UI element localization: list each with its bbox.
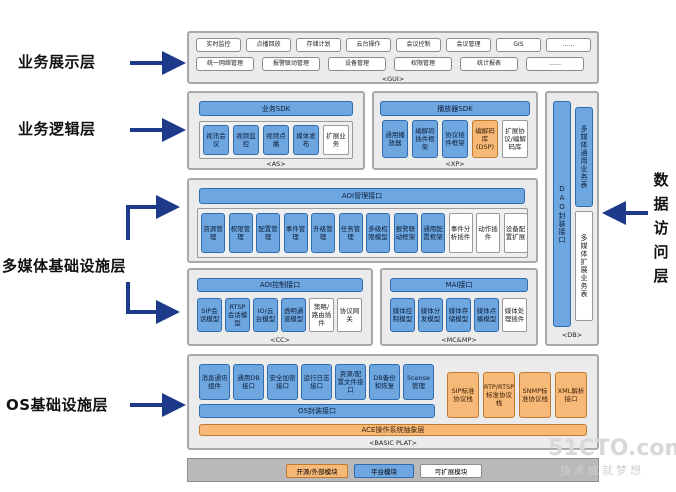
watermark-slogan: 技术成就梦想 [560,464,644,477]
cc-item: SIP会话模型 [197,298,222,332]
gui-item: 会议管理 [446,38,491,52]
aoi-item: 权限管理 [228,213,253,253]
cc-tag: <CC> [270,336,290,344]
data-access-layer-label: 数据访问层 [653,171,669,285]
cc-item: 透明通道模型 [281,298,306,332]
gui-item: 会议控制 [396,38,441,52]
as-item: 视频点播 [263,125,289,155]
basic-item: 通用DB接口 [233,364,264,400]
xp-tag: <XP> [445,160,465,168]
xp-item: 编解码插件框架 [412,120,438,158]
basic-item: DB备份和恢复 [369,364,400,400]
as-item: 视讯会议 [203,125,229,155]
db-panel: DAO封装接口 多媒体通用业务表 多媒体扩展业务表 <DB> [545,91,599,346]
arrow-multimedia-up [126,195,180,240]
cc-item: 协议网关 [337,298,362,332]
mai-title: MAI接口 [390,278,528,292]
aoi-item: 配置管理 [256,213,280,253]
gui-item: 实时监控 [196,38,241,52]
ace-bar: ACE操作系统抽象层 [199,424,587,436]
os-layer-label: OS基础设施层 [6,396,109,414]
watermark-logo: 51CTO.com [548,436,676,461]
xp-item: 编解码库(DSP) [472,120,498,158]
aoi-item: 报警联动框架 [393,213,418,253]
xp-sdk-title: 播放器SDK [380,101,530,116]
aoi-item: 设备配置扩展 [503,213,528,253]
as-item: 视频监控 [233,125,259,155]
protocol-item: SIP标准协议栈 [447,372,479,418]
aoi-item: 资源管理 [201,213,225,253]
gui-item: 报警联动管理 [262,57,320,71]
legend-platform: 平台模块 [354,464,414,478]
protocol-item: SNMP标准协议栈 [519,372,551,418]
gui-item: …… [526,57,584,71]
as-sdk-title: 业务SDK [199,101,353,116]
cc-item: IO/云台模型 [253,298,278,332]
aoi-item: 多级权限模型 [366,213,390,253]
multimedia-layer-label: 多媒体基础设施层 [2,257,127,275]
dao-interface: DAO封装接口 [553,101,571,327]
protocol-item: XML解析接口 [555,372,587,418]
mai-panel: MAI接口 媒体控制模型媒体分发模型媒体存储模型媒体点播模型媒体处理插件 <MC… [380,268,538,346]
cc-item: RTSP会话模型 [225,298,250,332]
gui-item: …… [546,38,591,52]
xp-item: 协议插件框架 [442,120,468,158]
aoi-panel: AOI管理接口 资源管理权限管理配置管理事件管理升级管理任务管理多级权限模型报警… [187,178,538,263]
aoi-item: 升级管理 [311,213,335,253]
mai-item: 媒体分发模型 [418,298,443,332]
xp-item: 通用播放器 [382,120,408,158]
db-extend-tables: 多媒体扩展业务表 [575,211,593,321]
basic-item: 运行日志接口 [301,364,332,400]
xp-panel: 播放器SDK 通用播放器编解码插件框架协议插件框架编解码库(DSP)扩展协议/编… [372,91,538,170]
gui-tag: <GUI> [381,75,405,83]
mai-tag: <MC&MP> [441,336,477,344]
aoi-management-title: AOI管理接口 [199,188,525,204]
as-tag: <AS> [266,160,286,168]
basic-item: license管理 [403,364,434,400]
as-panel: 业务SDK 视讯会议视频监控视频点播媒体发布扩展业务 <AS> [187,91,365,170]
presentation-layer-label: 业务展示层 [18,53,96,71]
legend-extensible: 可扩展模块 [420,464,482,478]
gui-item: GIS [496,38,541,52]
as-item: 媒体发布 [293,125,319,155]
gui-item: 点播回放 [246,38,291,52]
legend-external: 开源/外部模块 [286,464,348,478]
basic-item: 资源/配置文件接口 [335,364,366,400]
aoi-item: 事件分析插件 [448,213,473,253]
gui-panel: 实时监控点播回放存储计划云台操作会议控制会议管理 GIS …… 统一网络管理报警联动… [187,31,599,84]
os-api-bar: OS封装接口 [199,404,435,418]
mai-item: 媒体处理插件 [502,298,527,332]
gui-item: 设备管理 [328,57,386,71]
legend: 开源/外部模块 平台模块 可扩展模块 [187,458,599,482]
aoi-item: 通用配置框架 [421,213,445,253]
cc-item: 策略/路由插件 [309,298,334,332]
basic-item: 安全加密接口 [267,364,298,400]
gui-item: 存储计划 [296,38,341,52]
gui-item: 统计报表 [460,57,518,71]
xp-item: 扩展协议/编解码库 [502,120,528,158]
db-tag: <DB> [561,331,583,339]
aoi-item: 事件管理 [283,213,308,253]
aoi-item: 动作插件 [476,213,500,253]
basic-tag: <BASIC PLAT> [368,439,418,447]
gui-item: 云台操作 [346,38,391,52]
aoi-item: 任务管理 [338,213,363,253]
protocol-item: RTP/RTSP标准协议栈 [483,372,515,418]
mai-item: 媒体点播模型 [474,298,499,332]
mai-item: 媒体控制模型 [390,298,415,332]
gui-item: 统一网络管理 [196,57,254,71]
db-general-tables: 多媒体通用业务表 [575,107,593,207]
aoi-control-title: AOI控制接口 [197,278,363,292]
mai-item: 媒体存储模型 [446,298,471,332]
as-item: 扩展业务 [323,125,349,155]
basic-item: 消息通讯组件 [199,364,230,400]
arrow-multimedia-down [126,282,180,324]
gui-item: 权限管理 [394,57,452,71]
logic-layer-label: 业务逻辑层 [18,120,96,138]
